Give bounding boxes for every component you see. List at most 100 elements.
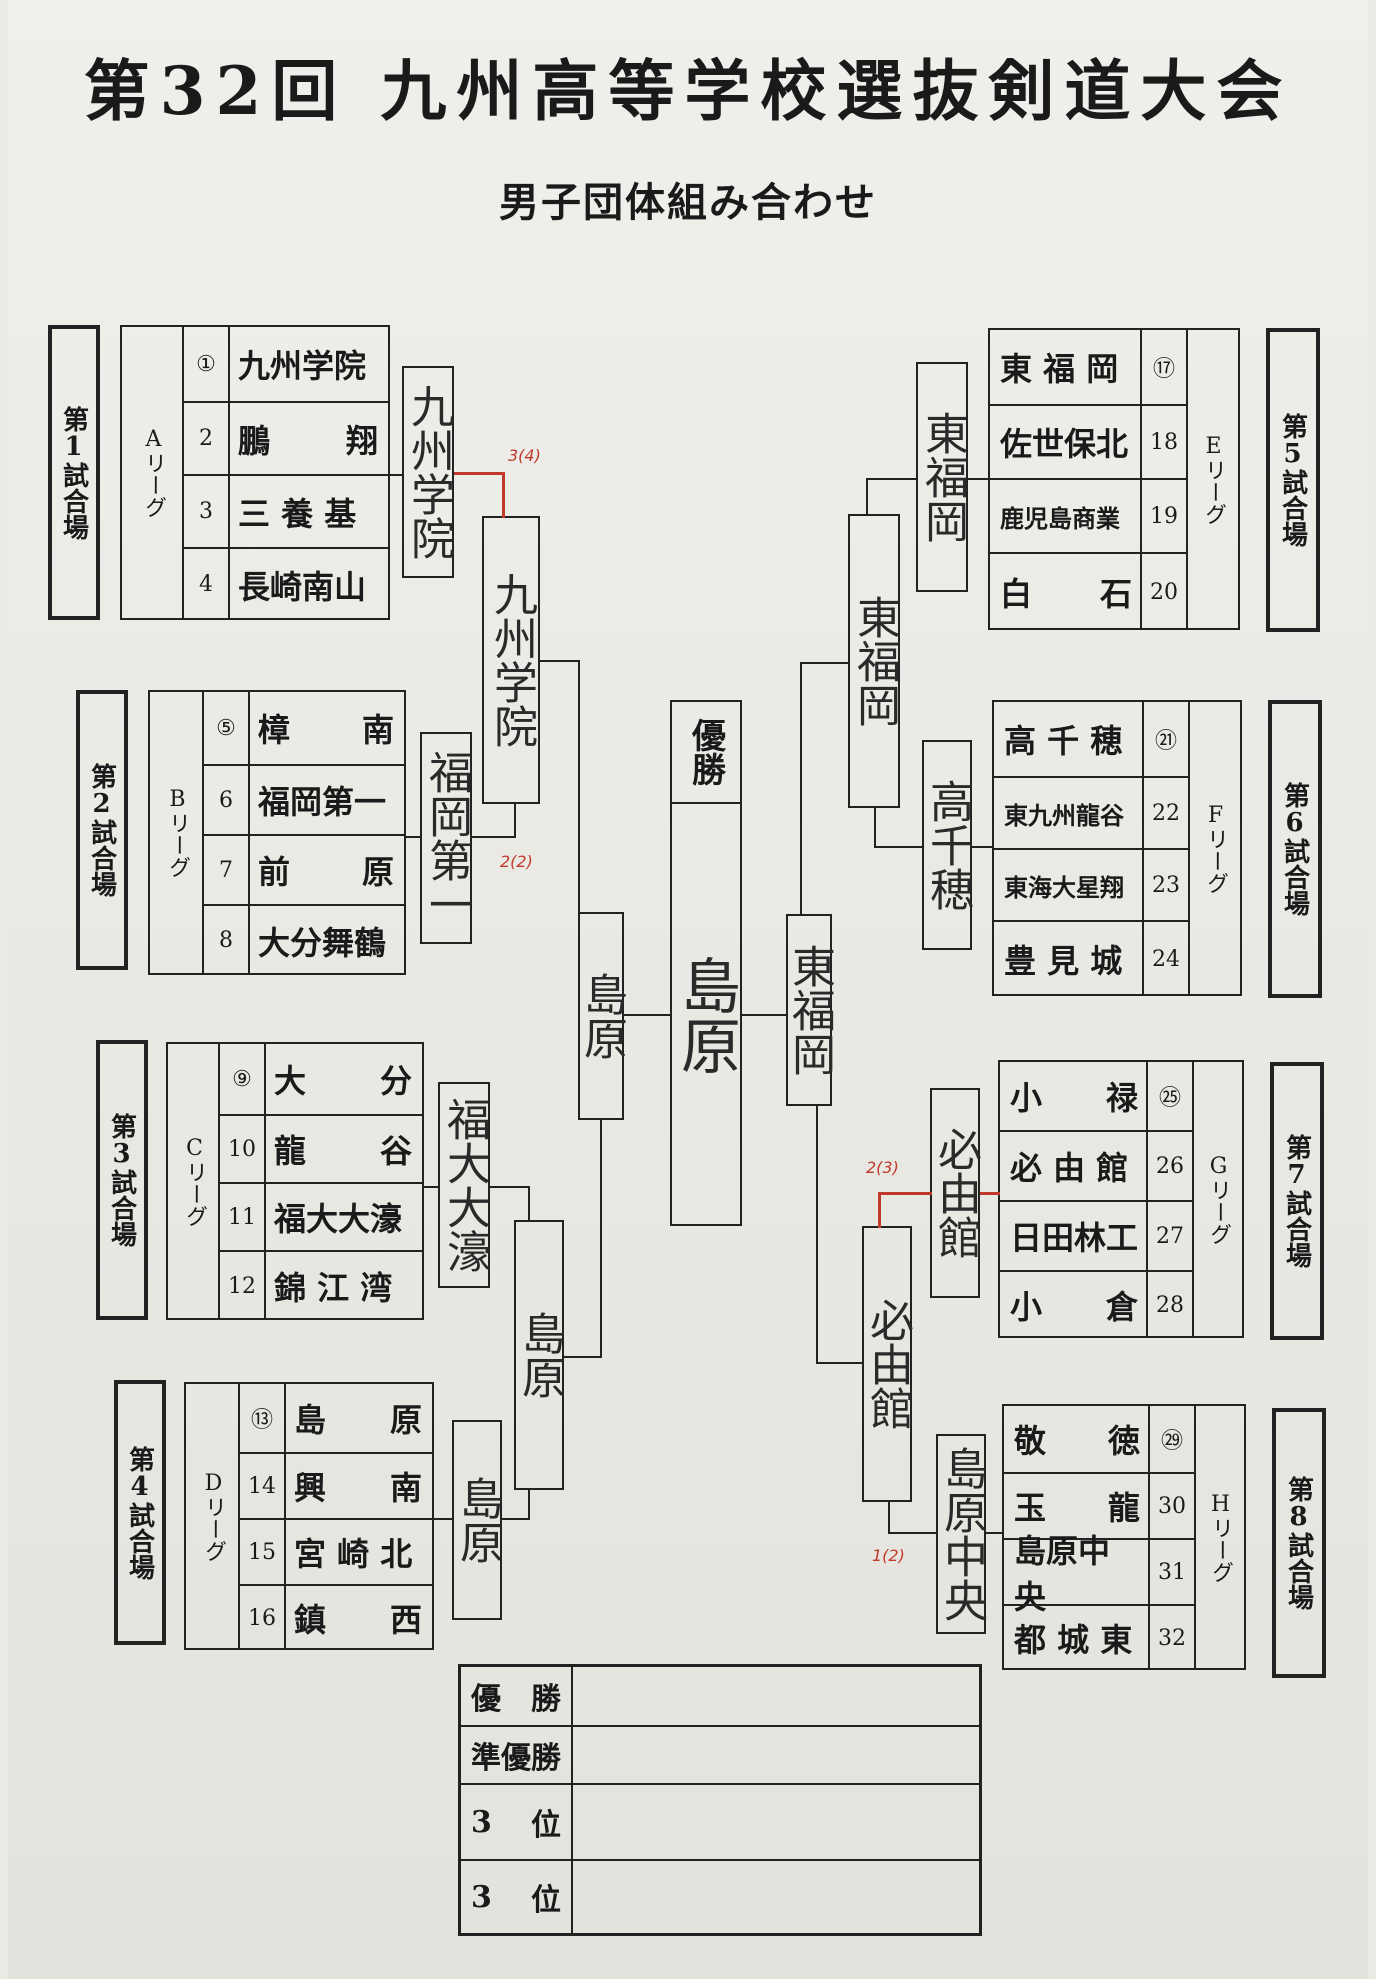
bracket-line (564, 1356, 602, 1358)
bracket-line (816, 1362, 864, 1364)
team-number: 28 (1146, 1272, 1192, 1338)
team-number: ㉙ (1148, 1406, 1194, 1472)
results-row: 準優勝 (461, 1725, 979, 1783)
team-number: 22 (1142, 778, 1188, 848)
team-number: 6 (204, 766, 250, 834)
team-name: 錦 江 湾 (274, 1269, 393, 1307)
team-number: 7 (204, 836, 250, 904)
score-label: 2(2) (500, 852, 533, 871)
winner-h: 島原中央 (936, 1434, 987, 1634)
team-row: 14 興南 (240, 1452, 432, 1518)
team-name: 小倉 (1010, 1288, 1138, 1326)
winner-cd: 島原 (514, 1220, 565, 1490)
team-name: 樟南 (258, 711, 394, 749)
bracket-line (528, 1186, 530, 1222)
team-number: 30 (1148, 1474, 1194, 1538)
team-row: 4 長崎南山 (184, 547, 388, 620)
league-e-teams: 東 福 岡 ⑰ 佐世保北 18 鹿児島商業 19 白石 20 (988, 328, 1188, 630)
team-row: 東九州龍谷 22 (994, 776, 1188, 848)
team-name: 鹿児島商業 (1000, 503, 1120, 533)
bracket-line (888, 1532, 938, 1534)
bracket-line (816, 1104, 818, 1364)
winner-ab: 九州学院 (482, 516, 540, 804)
bracket-line (866, 478, 918, 480)
team-row: 10 龍谷 (220, 1114, 422, 1182)
league-f-teams: 高 千 穂 ㉑ 東九州龍谷 22 東海大星翔 23 豊 見 城 24 (992, 700, 1190, 996)
team-number: 23 (1142, 850, 1188, 920)
team-name: 大分 (274, 1062, 412, 1100)
team-row: 11 福大大濠 (220, 1182, 422, 1250)
venue-4: 第4試合場 (114, 1380, 166, 1645)
team-number: 15 (240, 1520, 286, 1584)
team-row: 高 千 穂 ㉑ (994, 702, 1188, 776)
results-label: 準優勝 (461, 1727, 573, 1783)
league-f-frame: Fリーグ (1188, 700, 1242, 996)
venue-2: 第2試合場 (76, 690, 128, 970)
bracket-line (866, 478, 868, 516)
bracket-line (406, 836, 422, 838)
team-number: 18 (1140, 406, 1186, 478)
winner-f: 高千穂 (922, 740, 973, 950)
league-c-teams: ⑨ 大分 10 龍谷 11 福大大濠 12 錦 江 湾 (218, 1042, 424, 1320)
bracket-line (528, 1488, 530, 1520)
bracket-line (424, 1186, 440, 1188)
team-name: 福岡第一 (258, 783, 387, 821)
winner-ef: 東福岡 (848, 514, 900, 808)
team-row: 15 宮 崎 北 (240, 1518, 432, 1584)
team-name: 東 福 岡 (1000, 350, 1119, 388)
team-number: 20 (1140, 554, 1186, 630)
team-row: 東 福 岡 ⑰ (990, 330, 1186, 404)
bracket-line-win (878, 1192, 932, 1195)
team-name: 佐世保北 (1000, 425, 1129, 463)
bracket-line (472, 836, 516, 838)
venue-3: 第3試合場 (96, 1040, 148, 1320)
team-number: 12 (220, 1252, 266, 1320)
team-name: 高 千 穂 (1004, 722, 1123, 760)
bracket-line-win (454, 472, 504, 475)
champion-box: 優勝 島原 (670, 700, 742, 1226)
bracket-line (578, 660, 580, 914)
team-number: ㉕ (1146, 1062, 1192, 1130)
league-b-teams: ⑤ 樟南 6 福岡第一 7 前原 8 大分舞鶴 (202, 690, 406, 975)
venue-5: 第5試合場 (1266, 328, 1320, 632)
league-c-label: Cリーグ (182, 1135, 207, 1227)
bracket-line-win (980, 1192, 1000, 1195)
page-subtitle: 男子団体組み合わせ (499, 179, 877, 226)
team-row: ⑬ 島原 (240, 1384, 432, 1452)
winner-e: 東福岡 (916, 362, 968, 592)
team-row: 7 前原 (204, 834, 404, 904)
bracket-line (874, 806, 876, 848)
bracket-line (540, 660, 580, 662)
league-a-label: Aリーグ (141, 427, 166, 518)
team-name: 九州学院 (238, 347, 367, 385)
team-row: 8 大分舞鶴 (204, 904, 404, 975)
bracket-line (514, 804, 516, 838)
team-row: 鹿児島商業 19 (990, 478, 1186, 552)
winner-b: 福岡第一 (420, 732, 472, 944)
team-name: 小禄 (1010, 1079, 1138, 1117)
team-number: 26 (1146, 1132, 1192, 1200)
bracket-line-win (878, 1192, 881, 1228)
league-g-label: Gリーグ (1206, 1153, 1231, 1245)
bracket-line (972, 846, 994, 848)
team-name: 島原 (294, 1401, 422, 1439)
team-name: 長崎南山 (238, 567, 367, 606)
team-row: 12 錦 江 湾 (220, 1250, 422, 1320)
team-number: 2 (184, 403, 230, 474)
team-name: 鵬翔 (238, 421, 378, 460)
team-name: 龍谷 (274, 1132, 412, 1170)
score-label: 2(3) (866, 1158, 899, 1177)
bracket-line (742, 1014, 786, 1016)
league-h-teams: 敬徳 ㉙ 玉龍 30 島原中央 31 都 城 東 32 (1002, 1404, 1196, 1670)
team-row: 島原中央 31 (1004, 1532, 1194, 1616)
team-row: 16 鎮西 (240, 1584, 432, 1650)
winner-d: 島原 (452, 1420, 503, 1620)
team-name: 敬徳 (1014, 1422, 1140, 1460)
team-number: 10 (220, 1116, 266, 1182)
team-number: 32 (1148, 1606, 1194, 1670)
team-number: 19 (1140, 480, 1186, 552)
team-row: 小禄 ㉕ (1000, 1062, 1192, 1130)
bracket-line-win (502, 472, 505, 518)
team-name: 白石 (1000, 575, 1132, 613)
